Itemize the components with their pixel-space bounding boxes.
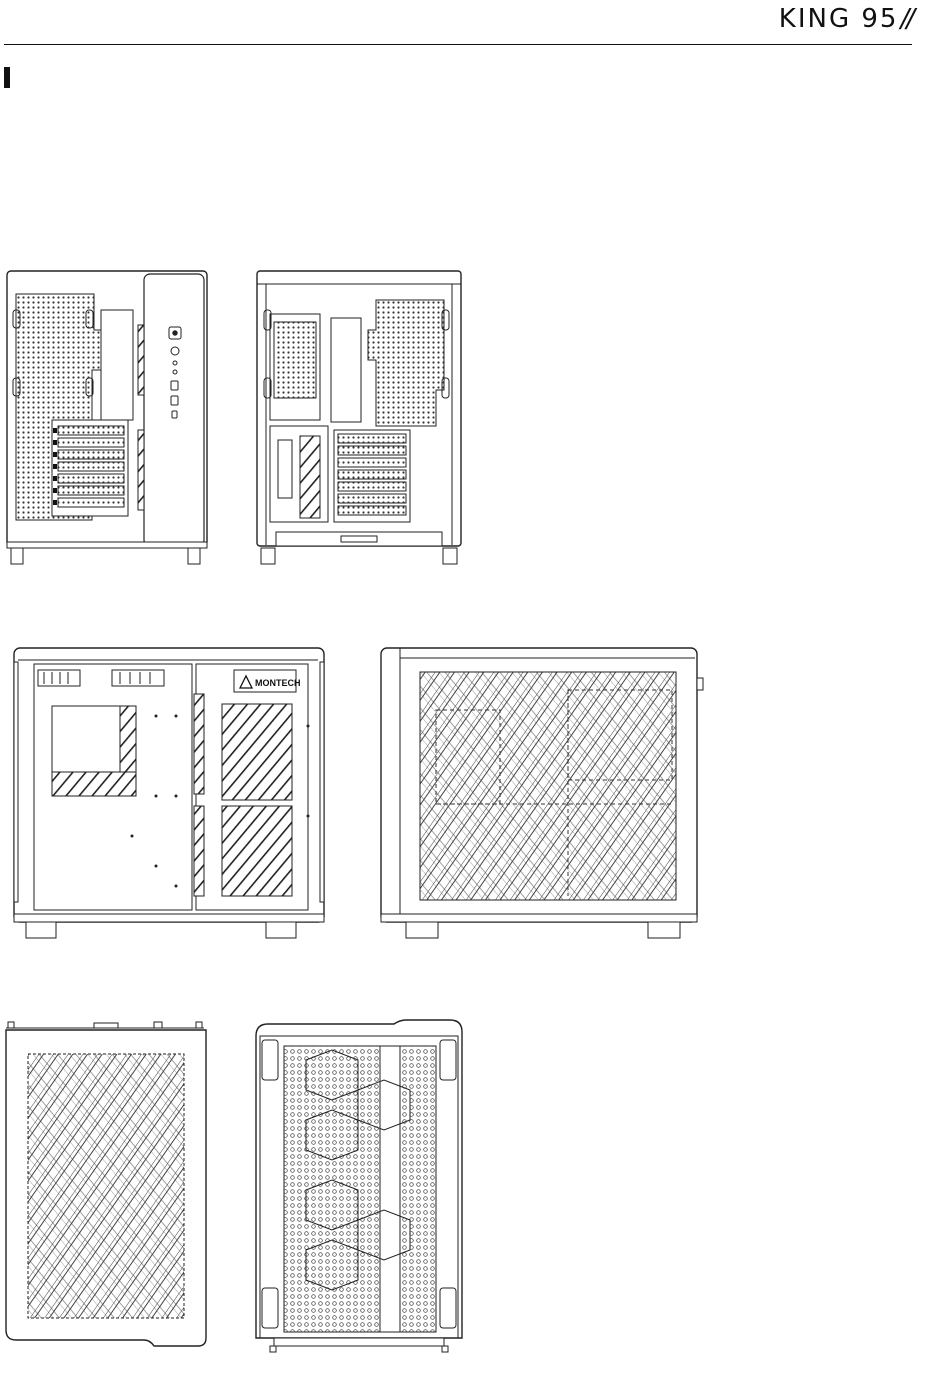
case-side-glass-drawing: MONTECH [8,646,332,942]
section-marker [4,67,10,88]
case-top-drawing [4,1020,210,1354]
brand-badge-text: MONTECH [255,678,301,688]
header-divider [4,44,912,45]
case-side-mesh-drawing [380,646,706,942]
brand-logo: KING 95// [779,2,912,36]
case-front-view [256,270,462,566]
case-front-drawing [256,270,462,566]
brand-text: KING 95 [779,4,899,34]
case-top-view [4,1020,210,1354]
case-bottom-view [254,1020,466,1354]
case-rear-drawing [6,270,208,566]
case-side-mesh-view [380,646,706,942]
case-rear-view [6,270,208,566]
case-bottom-drawing [254,1020,466,1354]
case-side-glass-view: MONTECH [8,646,332,942]
brand-slash-mark: // [900,2,912,36]
